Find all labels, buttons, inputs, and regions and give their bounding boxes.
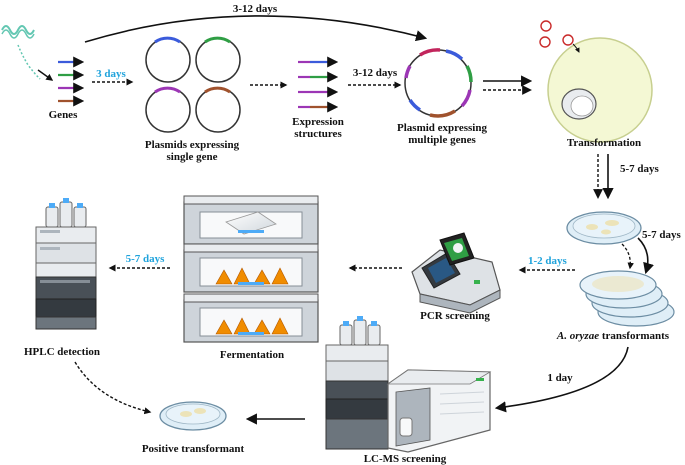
fermentation-label: Fermentation <box>220 349 284 361</box>
positive-transformant-plate-icon <box>159 401 227 431</box>
transformation-label: Transformation <box>567 137 641 149</box>
transformants-label: A. oryzae transformants <box>556 330 670 342</box>
plasmids-single-label-line1: Plasmids expressing <box>145 139 240 151</box>
plasmids-single-label-line2: single gene <box>166 151 217 163</box>
multi-gene-plasmid-icon <box>404 48 473 118</box>
hplc-instrument-icon <box>35 198 97 330</box>
lcms-label: LC-MS screening <box>364 453 447 465</box>
plasmid-multi-label-line2: multiple genes <box>408 134 476 146</box>
pcr-label: PCR screening <box>420 310 490 322</box>
shaker-incubator-icon <box>183 195 319 343</box>
fermentation-to-hplc-duration: 5-7 days <box>126 253 166 265</box>
petri-stack-icon <box>579 270 675 327</box>
genes-label: Genes <box>49 109 78 121</box>
expression-structures <box>298 56 339 113</box>
plasmid-ring-icon <box>145 36 241 133</box>
hplc-label: HPLC detection <box>24 346 100 358</box>
genes-to-plasmids-duration: 3 days <box>96 68 126 80</box>
positive-label: Positive transformant <box>142 443 245 455</box>
fungal-cell-icon <box>539 20 653 143</box>
transformants-to-pcr-duration: 1-2 days <box>528 255 568 267</box>
structures-to-plasmid-duration: 3-12 days <box>353 67 398 79</box>
thermocycler-icon <box>411 232 501 314</box>
plate-to-stack-arrow-dashed <box>621 243 634 270</box>
top-arc-duration: 3-12 days <box>233 3 278 15</box>
top-arc-arrow <box>84 15 428 43</box>
dna-strand-icon <box>1 25 41 80</box>
hplc-to-positive-arrow <box>74 361 152 415</box>
expression-label-line2: structures <box>294 128 342 140</box>
expression-label-line1: Expression <box>292 116 344 128</box>
dna-to-genes-arrow <box>37 69 54 81</box>
plate-to-stack-duration: 5-7 days <box>642 229 682 241</box>
plate-to-stack-arrow-solid <box>637 237 654 275</box>
plasmid-multi-label-line1: Plasmid expressing <box>397 122 487 134</box>
lcms-instrument-icon <box>325 316 492 453</box>
petri-dish-icon <box>566 211 642 245</box>
transformants-to-lcms-arrow <box>494 346 629 413</box>
transformants-to-lcms-duration: 1 day <box>547 372 573 384</box>
gene-arrows <box>58 56 85 107</box>
transformation-down-duration: 5-7 days <box>620 163 660 175</box>
